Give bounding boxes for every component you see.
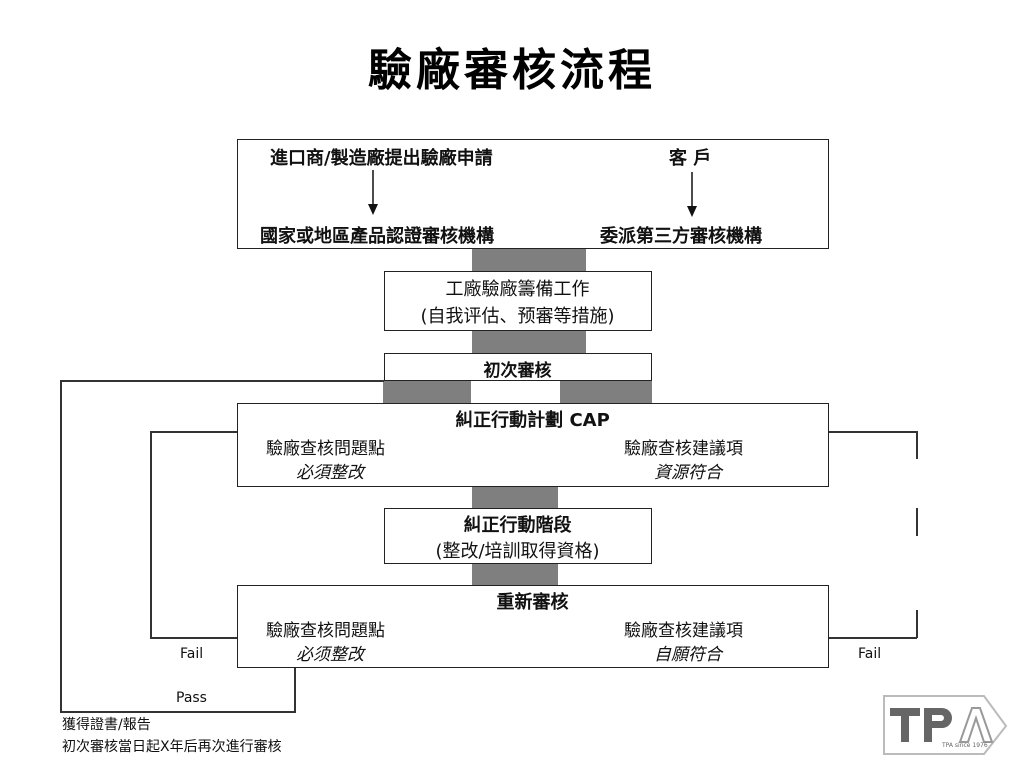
fail-left-vert	[150, 431, 152, 638]
fail-right-label: Fail	[858, 646, 882, 662]
logo-tagline: TPA since 1976	[942, 742, 988, 749]
pass-loop-left	[60, 380, 62, 712]
cap-issue-label: 驗廠查核問題點	[266, 439, 385, 459]
re-audit-suggestion-note: 自願符合	[654, 645, 722, 665]
cap-suggestion-note: 資源符合	[654, 463, 722, 483]
application-box: 進口商/製造廠提出驗廠申請 客 戶 國家或地區產品認證審核機構 委派第三方審核機…	[237, 139, 829, 249]
arrow-down-icon	[687, 172, 697, 217]
tpa-logo: TPA since 1976	[880, 690, 1010, 758]
preparation-title: 工廠驗廠籌備工作	[445, 279, 590, 300]
initial-audit-box: 初次審核	[384, 353, 652, 381]
applicant-label: 進口商/製造廠提出驗廠申請	[270, 148, 493, 169]
preparation-subtitle: (自我评估、预審等措施)	[420, 306, 615, 327]
fail-left-bottom	[150, 637, 237, 639]
certification-body-label: 國家或地區產品認證審核機構	[260, 226, 494, 247]
re-audit-issue-label: 驗廠查核問題點	[266, 621, 385, 641]
fail-right-dash	[916, 508, 918, 536]
pass-loop-top	[60, 380, 384, 382]
connector-bar	[472, 562, 558, 586]
cap-suggestion-label: 驗廠查核建議項	[624, 439, 743, 459]
fail-left-label: Fail	[180, 646, 204, 662]
connector-bar	[560, 380, 652, 404]
pass-label: Pass	[176, 690, 207, 706]
cap-title: 糾正行動計劃 CAP	[455, 410, 610, 431]
connector-bar	[383, 380, 471, 404]
connector-bar	[472, 330, 586, 354]
fail-right-top	[828, 431, 916, 433]
corrective-action-box: 糾正行動階段 (整改/培訓取得資格)	[384, 508, 652, 564]
initial-audit-label: 初次審核	[483, 361, 552, 381]
tpa-logo-icon	[883, 695, 1008, 755]
re-audit-suggestion-label: 驗廠查核建議項	[624, 621, 743, 641]
pass-loop-bottom	[60, 711, 296, 713]
corrective-action-subtitle: (整改/培訓取得資格)	[435, 541, 600, 562]
re-audit-title: 重新審核	[496, 592, 569, 613]
fail-right-bottom	[828, 637, 917, 639]
connector-bar	[472, 486, 558, 510]
fail-left-top	[150, 431, 237, 433]
arrow-down-icon	[368, 170, 378, 215]
page-title: 驗廠審核流程	[368, 45, 656, 96]
cap-issue-note: 必須整改	[296, 463, 364, 483]
customer-label: 客 戶	[669, 148, 712, 169]
footer-certificate: 獲得證書/報告	[62, 717, 151, 733]
fail-right-dash	[916, 431, 918, 459]
corrective-action-title: 糾正行動階段	[463, 515, 572, 536]
pass-loop-up	[294, 667, 296, 712]
cap-box: 糾正行動計劃 CAP 驗廠查核問題點 必須整改 驗廠查核建議項 資源符合	[237, 403, 829, 487]
third-party-label: 委派第三方審核機構	[600, 226, 762, 247]
footer-reaudit-note: 初次審核當日起X年后再次進行審核	[62, 739, 282, 755]
re-audit-issue-note: 必须整改	[296, 645, 364, 665]
preparation-box: 工廠驗廠籌備工作 (自我评估、预審等措施)	[384, 271, 652, 331]
connector-bar	[472, 248, 586, 272]
fail-right-dash	[916, 610, 918, 638]
re-audit-box: 重新審核 驗廠查核問題點 必须整改 驗廠查核建議項 自願符合	[237, 585, 829, 668]
